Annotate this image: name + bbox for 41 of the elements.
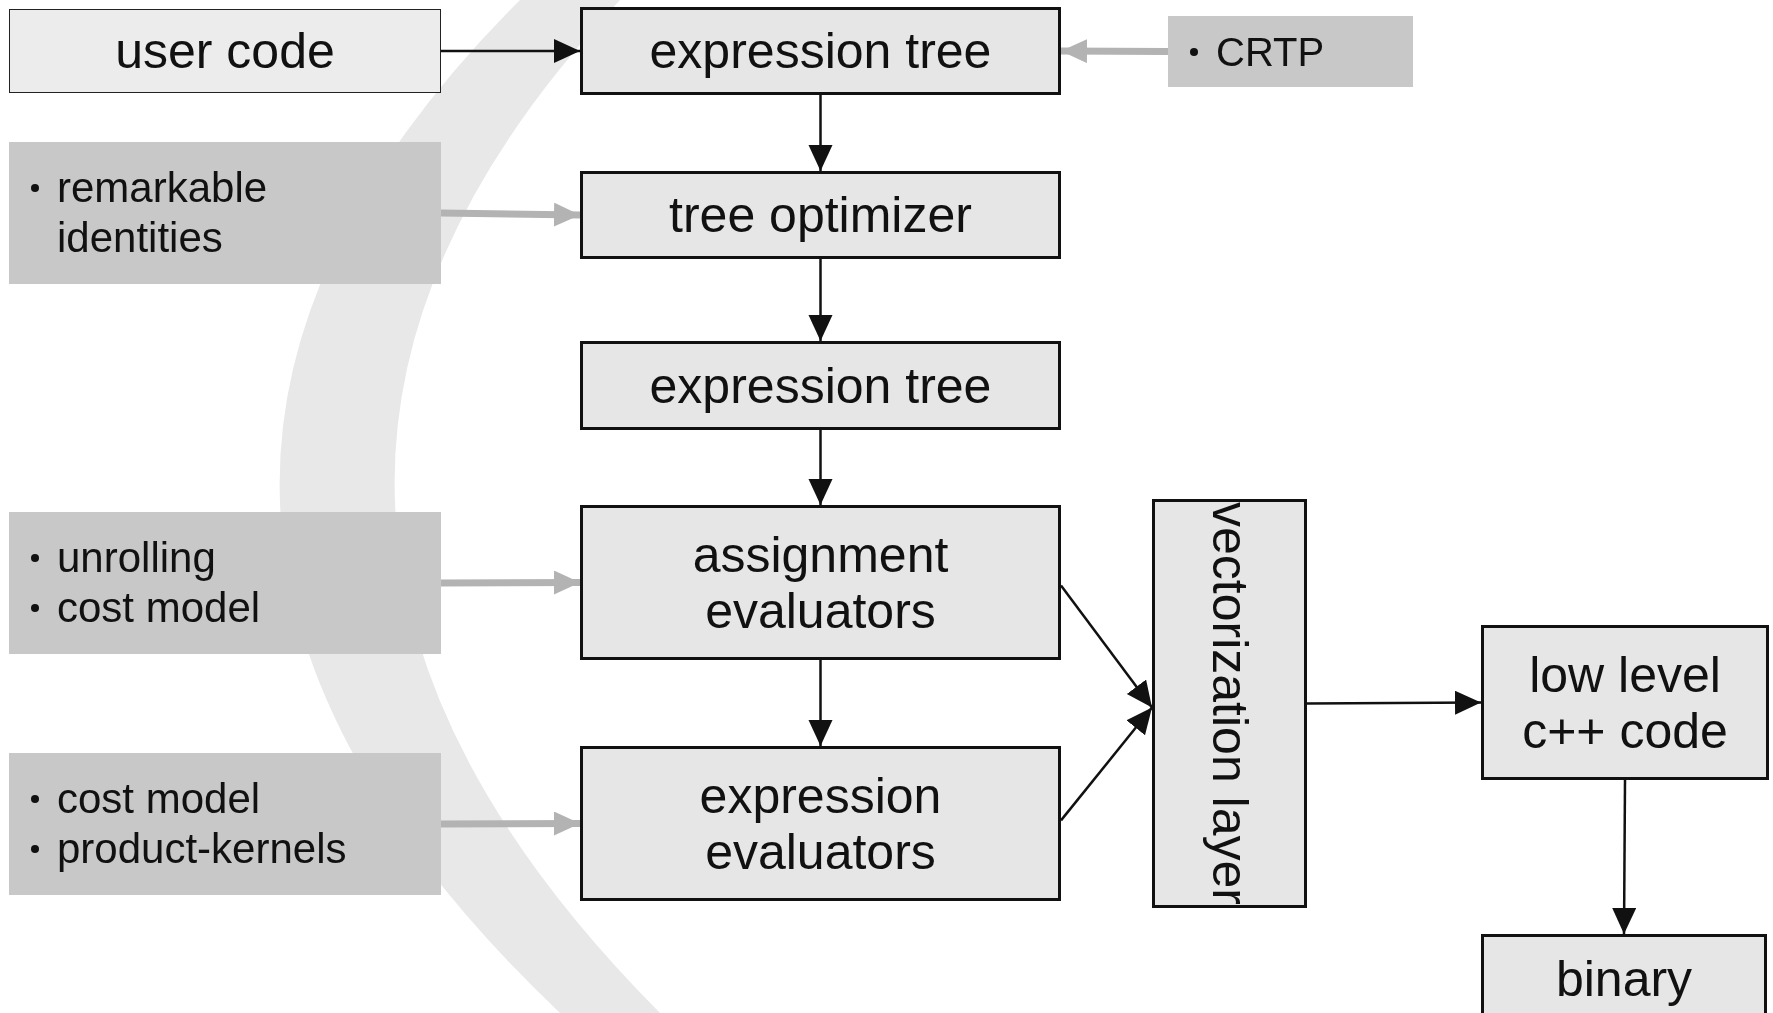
arrow xyxy=(808,430,833,505)
process-box xyxy=(580,7,1061,95)
arrow xyxy=(808,660,833,746)
node-label: binary xyxy=(1555,951,1693,1007)
node-label: user code xyxy=(115,23,335,79)
arrow xyxy=(441,39,580,63)
node-label: vectorization layer xyxy=(1201,502,1258,905)
arrow xyxy=(441,570,580,595)
process-box xyxy=(580,171,1061,259)
process-box xyxy=(1481,625,1769,780)
arrow xyxy=(808,259,833,341)
arrow xyxy=(1612,780,1637,934)
bullet-item: product-kernels xyxy=(27,824,347,875)
arrow xyxy=(1307,690,1481,715)
node-label: expression tree xyxy=(649,23,992,79)
node-label: low level c++ code xyxy=(1521,646,1729,759)
arrow xyxy=(440,202,581,227)
node-label: assignment evaluators xyxy=(691,526,950,639)
arrow xyxy=(441,811,580,836)
process-box xyxy=(9,9,441,93)
process-box xyxy=(580,505,1061,660)
note-box xyxy=(1168,16,1413,87)
process-box xyxy=(1481,934,1767,1013)
arrow xyxy=(1060,706,1153,822)
process-box xyxy=(580,746,1061,901)
bullet-item: remarkable identities xyxy=(27,162,441,264)
arrow xyxy=(1060,584,1153,709)
note-box xyxy=(9,753,441,895)
node-label: expression evaluators xyxy=(698,767,943,880)
arrow xyxy=(808,95,833,171)
node-label: tree optimizer xyxy=(669,187,972,243)
process-box xyxy=(580,341,1061,430)
arrow xyxy=(1061,39,1168,64)
process-box xyxy=(1152,499,1307,908)
note-box xyxy=(9,512,441,654)
note-box xyxy=(9,142,441,284)
bullet-item: unrolling xyxy=(27,532,261,583)
node-label: expression tree xyxy=(649,357,992,414)
bullet-item: CRTP xyxy=(1186,27,1325,76)
bullet-item: cost model xyxy=(27,773,347,824)
bullet-item: cost model xyxy=(27,583,261,634)
